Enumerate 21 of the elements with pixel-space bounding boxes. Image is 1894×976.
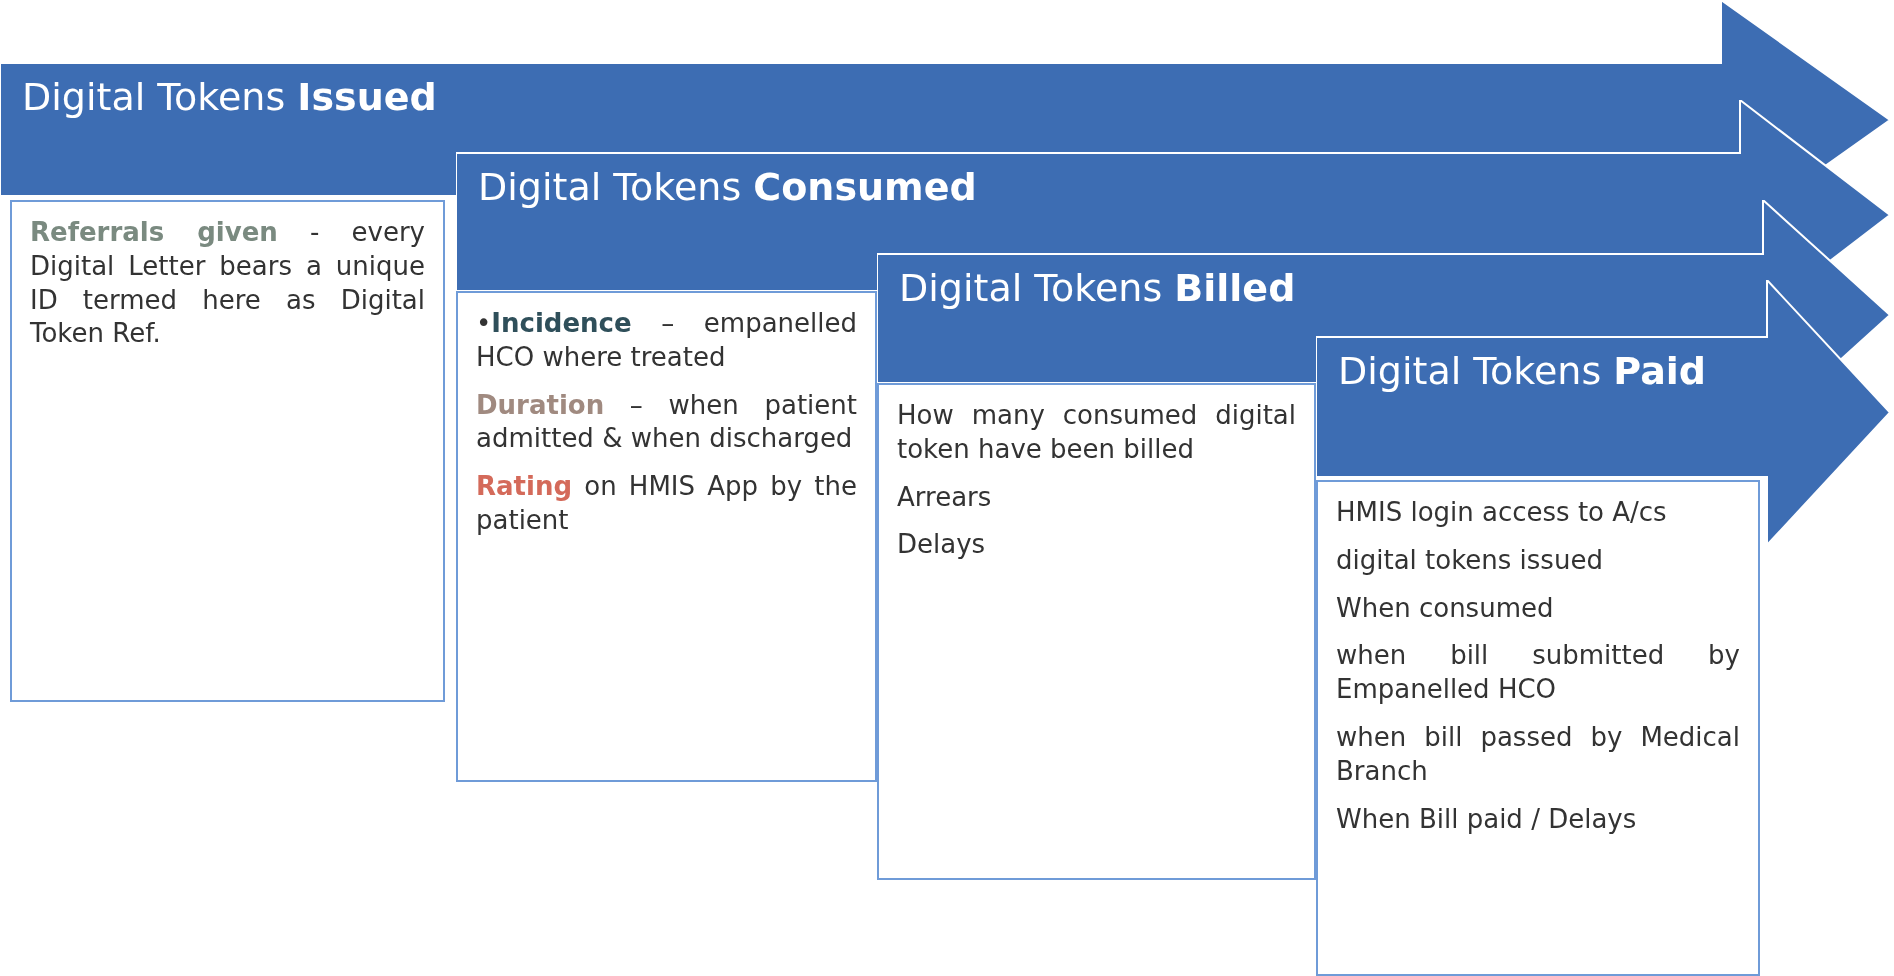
panel-text: When consumed	[1336, 591, 1555, 625]
panel-text: Arrears	[897, 480, 993, 514]
banner-heading: Digital Tokens Issued	[22, 77, 437, 119]
banner-heading: Digital Tokens Paid	[1338, 351, 1707, 393]
text-panel	[456, 291, 877, 782]
panel-text: when bill passed by Medical Branch	[1336, 721, 1740, 788]
text-panel	[877, 383, 1316, 880]
panel-text: when bill submitted by Empanelled HCO	[1336, 639, 1740, 707]
panel-text: •Incidence – empanelled HCO where treated	[476, 307, 857, 374]
panel-text: Referrals given - every Digital Letter bears a unique ID termed here as Digital Token Ref.	[30, 216, 425, 351]
panel-text: Delays	[897, 528, 987, 562]
banner-heading: Digital Tokens Billed	[899, 268, 1296, 310]
text-panel	[10, 200, 445, 702]
panel-text: Rating on HMIS App by the patient	[476, 470, 857, 537]
panel-text: HMIS login access to A/cs	[1336, 496, 1668, 529]
panel-text: digital tokens issued	[1336, 543, 1604, 577]
banner-heading: Digital Tokens Consumed	[478, 167, 977, 209]
panel-text: How many consumed digital token have been billed	[897, 399, 1296, 466]
panel-text: When Bill paid / Delays	[1336, 802, 1638, 836]
panel-text: Duration – when patient admitted & when discharged	[476, 388, 857, 456]
text-panel	[1316, 480, 1760, 976]
